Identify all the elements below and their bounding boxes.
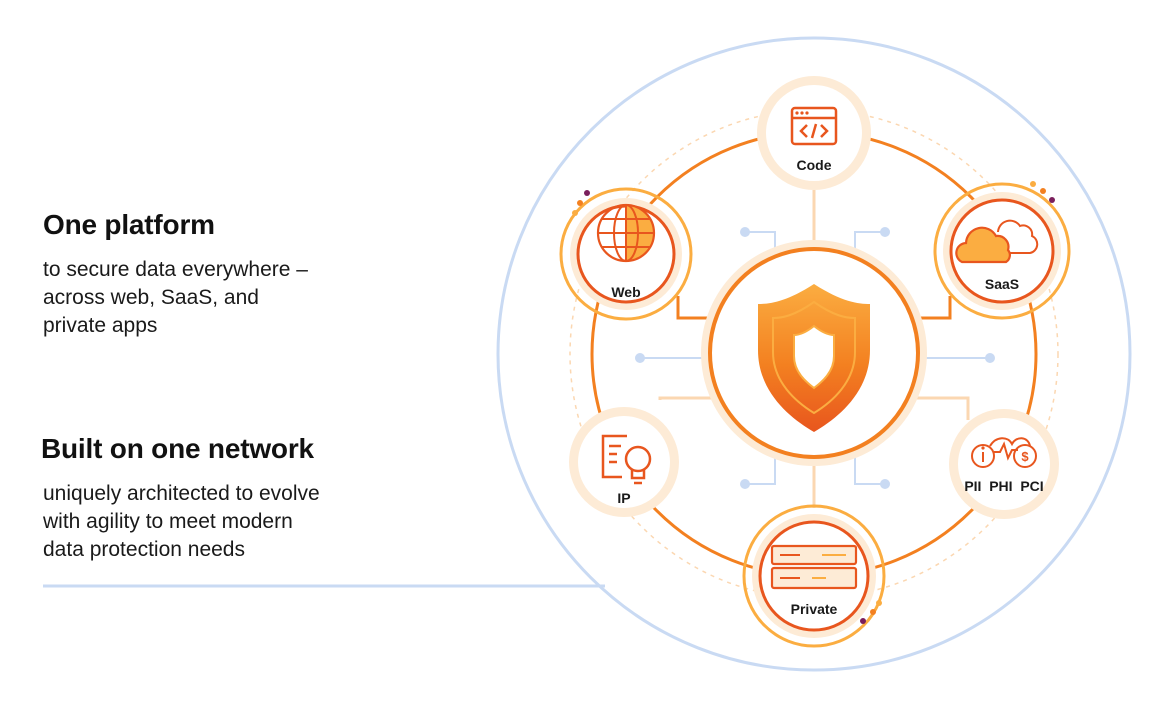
code-window-icon bbox=[790, 106, 838, 146]
shield-icon bbox=[758, 284, 870, 432]
circuit-dots bbox=[635, 227, 995, 489]
one-network-heading: Built on one network bbox=[41, 433, 314, 464]
globe-icon bbox=[596, 203, 656, 263]
saas-decoration-dots bbox=[1030, 181, 1055, 203]
code-node-label: Code bbox=[797, 157, 832, 173]
compliance-icon bbox=[971, 437, 1037, 468]
saas-node: SaaS bbox=[933, 181, 1071, 320]
center-node bbox=[701, 240, 927, 466]
ip-node-label: IP bbox=[617, 490, 630, 506]
one-platform-heading: One platform bbox=[43, 209, 215, 240]
compliance-node: $ PII PHI PCI bbox=[949, 409, 1059, 519]
cloud-icon bbox=[955, 219, 1039, 264]
private-decoration-dots bbox=[860, 600, 882, 624]
web-node-label: Web bbox=[611, 284, 640, 300]
saas-node-label: SaaS bbox=[985, 276, 1019, 292]
web-decoration-dots bbox=[572, 190, 590, 216]
ip-node: IP bbox=[569, 407, 679, 517]
code-node: Code bbox=[757, 76, 871, 190]
one-platform-description: to secure data everywhere – across web, … bbox=[43, 258, 308, 337]
server-icon bbox=[770, 544, 858, 590]
orange-connectors bbox=[676, 296, 952, 320]
private-node: Private bbox=[742, 504, 886, 648]
one-network-description: uniquely architected to evolve with agil… bbox=[43, 482, 320, 561]
compliance-node-label: PII PHI PCI bbox=[964, 478, 1043, 494]
dashed-ring bbox=[569, 109, 1059, 599]
document-lightbulb-icon bbox=[601, 434, 652, 485]
outer-network-ring bbox=[496, 36, 1132, 672]
web-node: Web bbox=[559, 187, 693, 321]
private-node-label: Private bbox=[791, 601, 838, 617]
svg-text:$: $ bbox=[1021, 449, 1029, 464]
